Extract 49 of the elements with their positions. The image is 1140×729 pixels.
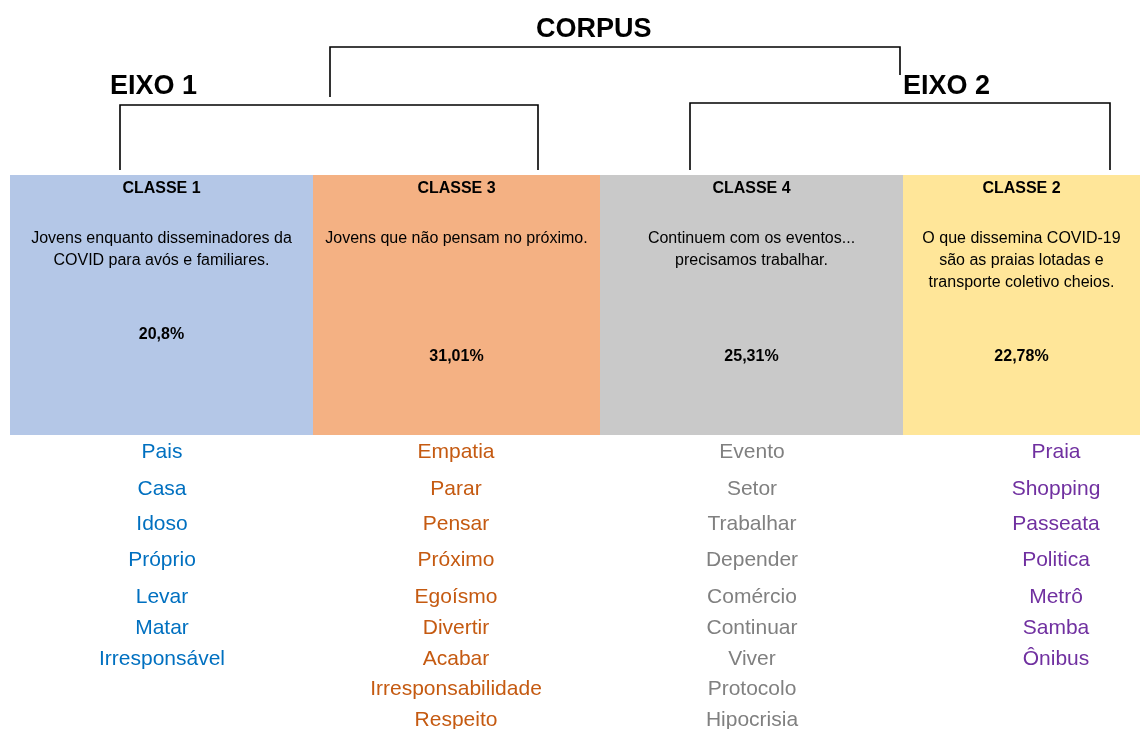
keyword: Praia: [1031, 438, 1081, 464]
keyword: Irresponsável: [98, 645, 226, 671]
keyword: Próximo: [417, 546, 495, 572]
keyword: Depender: [705, 546, 799, 572]
class-description: Jovens que não pensam no próximo.: [324, 228, 589, 248]
keyword: Shopping: [1011, 475, 1101, 501]
class-description: Jovens enquanto disseminadores da COVID para avós e familiares.: [30, 228, 293, 270]
class-panel: [600, 175, 903, 435]
class-description: Continuem com os eventos... precisamos trabalhar.: [646, 228, 857, 270]
class-heading: CLASSE 2: [981, 179, 1062, 197]
percentage-value: 22,78%: [993, 347, 1050, 365]
keyword: Empatia: [417, 438, 495, 464]
keyword: Setor: [726, 475, 778, 501]
keyword: Comércio: [707, 583, 797, 609]
keyword: Protocolo: [707, 675, 797, 701]
percentage-value: 31,01%: [428, 347, 485, 365]
keyword: Divertir: [422, 614, 490, 640]
keyword: Casa: [137, 475, 187, 501]
keyword: Trabalhar: [707, 510, 797, 536]
diagram-title: CORPUS: [536, 13, 652, 44]
class-heading: CLASSE 1: [121, 179, 202, 197]
axis-label: EIXO 2: [903, 70, 991, 101]
keyword: Samba: [1022, 614, 1090, 640]
keyword: Politica: [1022, 546, 1090, 572]
class-panel: [903, 175, 1140, 435]
keyword: Passeata: [1012, 510, 1100, 536]
keyword: Matar: [135, 614, 189, 640]
keyword: Ônibus: [1022, 645, 1090, 671]
keyword: Levar: [135, 583, 189, 609]
class-heading: CLASSE 3: [416, 179, 497, 197]
class-panel: [313, 175, 600, 435]
percentage-value: 20,8%: [137, 325, 186, 343]
keyword: Egoísmo: [414, 583, 498, 609]
keyword: Continuar: [706, 614, 798, 640]
class-panel: [10, 175, 313, 435]
keyword: Viver: [728, 645, 776, 671]
keyword: Metrô: [1029, 583, 1083, 609]
axis-label: EIXO 1: [110, 70, 198, 101]
keyword: Evento: [719, 438, 785, 464]
class-description: O que dissemina COVID-19 são as praias lotadas e transporte coletivo cheios.: [921, 228, 1122, 292]
keyword: Pais: [141, 438, 183, 464]
keyword: Pensar: [422, 510, 490, 536]
keyword: Acabar: [422, 645, 490, 671]
class-heading: CLASSE 4: [711, 179, 792, 197]
percentage-value: 25,31%: [723, 347, 780, 365]
keyword: Idoso: [136, 510, 188, 536]
keyword: Irresponsabilidade: [370, 675, 542, 701]
keyword: Próprio: [128, 546, 196, 572]
keyword: Parar: [430, 475, 482, 501]
